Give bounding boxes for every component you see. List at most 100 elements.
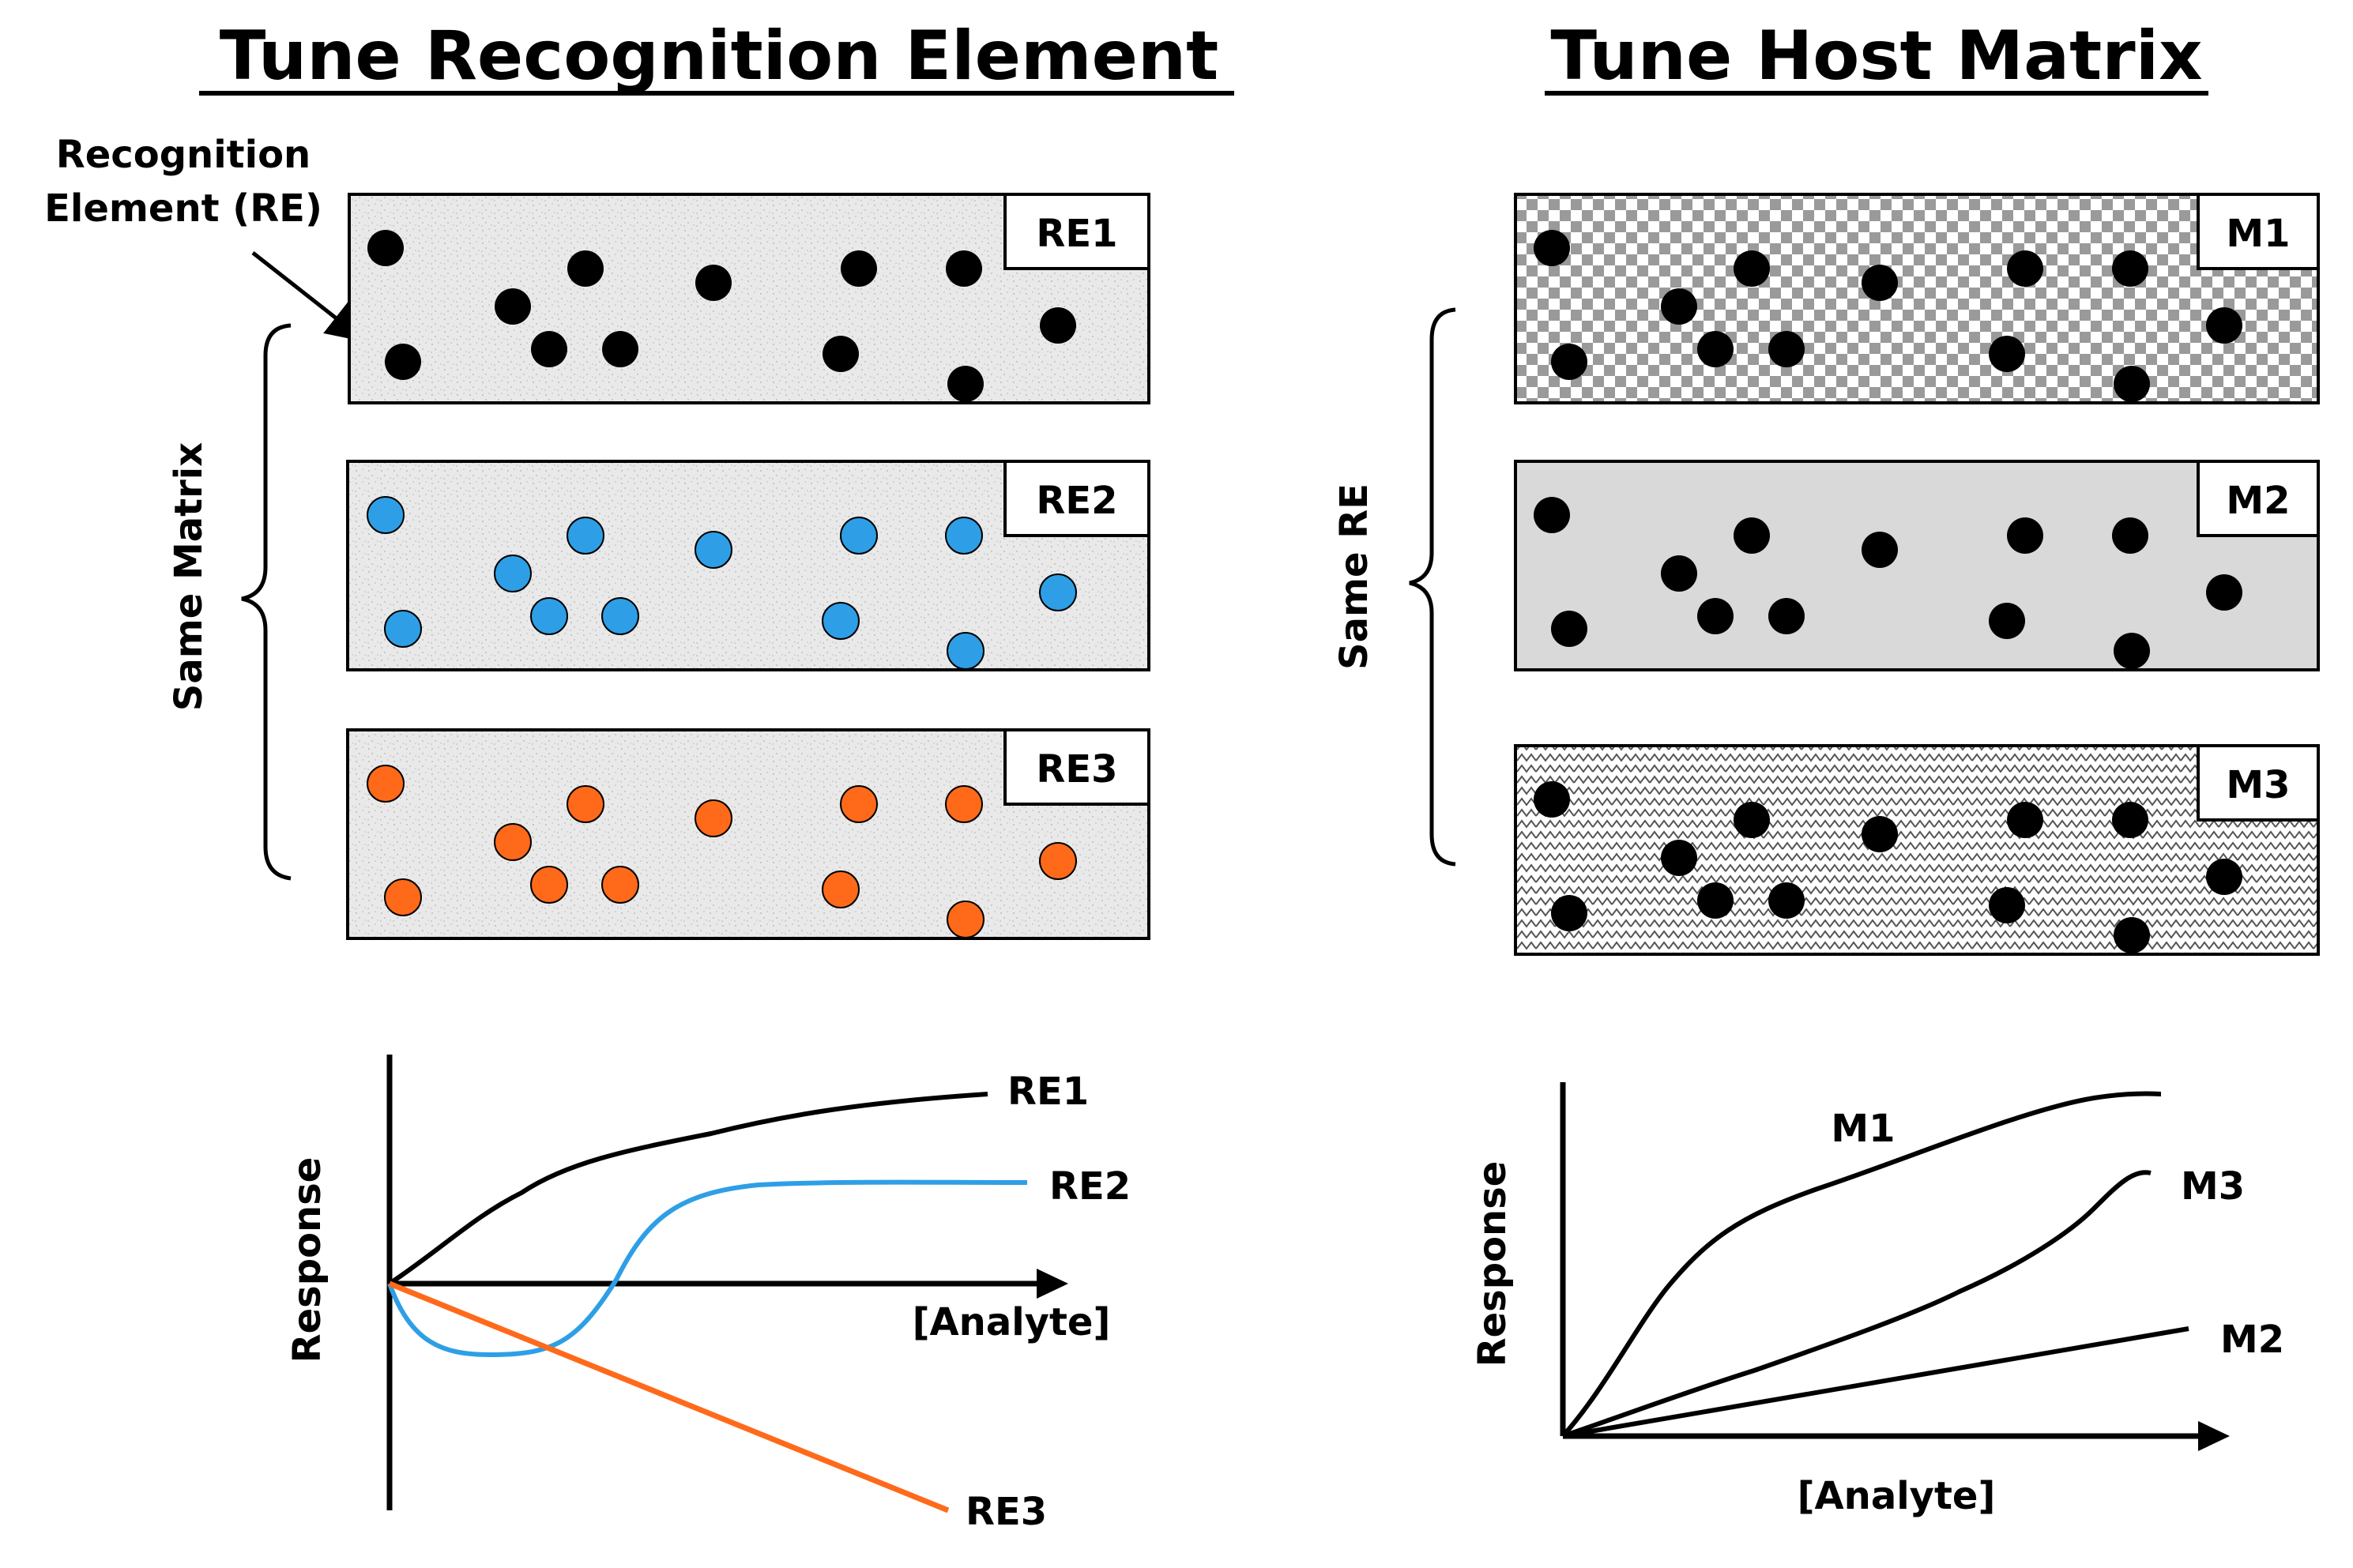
recognition-element-dot bbox=[1734, 802, 1770, 838]
curve-m2 bbox=[1562, 1326, 2189, 1438]
recognition-element-dot bbox=[601, 866, 639, 904]
callout-arrow bbox=[251, 251, 367, 343]
recognition-element-dot bbox=[2112, 517, 2148, 554]
left-x-axis-arrow bbox=[1037, 1269, 1068, 1299]
recognition-element-dot bbox=[1697, 331, 1734, 367]
recognition-element-dot bbox=[367, 765, 405, 803]
recognition-element-dot bbox=[1989, 887, 2025, 923]
re2-dots bbox=[367, 496, 1077, 670]
recognition-element-dot bbox=[567, 517, 604, 555]
recognition-element-dot bbox=[567, 250, 604, 287]
recognition-element-dot bbox=[1661, 555, 1697, 592]
recognition-element-dot bbox=[1768, 598, 1805, 634]
panel-label-m1: M1 bbox=[2226, 212, 2290, 256]
curve-re1 bbox=[388, 1092, 988, 1286]
curve-label-m1: M1 bbox=[1831, 1107, 1895, 1151]
recognition-element-dot bbox=[1697, 598, 1734, 634]
recognition-element-dot bbox=[840, 517, 878, 555]
recognition-element-dot bbox=[531, 331, 567, 367]
right-x-label: [Analyte] bbox=[1798, 1474, 1996, 1518]
recognition-element-dot bbox=[601, 597, 639, 635]
recognition-element-dot bbox=[947, 901, 984, 938]
recognition-element-dot bbox=[2114, 633, 2150, 669]
recognition-element-dot bbox=[841, 250, 877, 287]
recognition-element-dot bbox=[2007, 517, 2043, 554]
recognition-element-dot bbox=[2007, 802, 2043, 838]
recognition-element-dot bbox=[494, 555, 532, 592]
recognition-element-dot bbox=[1989, 336, 2025, 372]
left-brace-label: Same Matrix bbox=[167, 442, 211, 711]
recognition-element-dot bbox=[367, 496, 405, 534]
panel-m1: M1 bbox=[1514, 193, 2320, 404]
recognition-element-dot bbox=[695, 799, 732, 837]
recognition-element-dot bbox=[1768, 882, 1805, 919]
recognition-element-dot bbox=[945, 785, 983, 823]
recognition-element-dot bbox=[1534, 230, 1570, 266]
recognition-element-dot bbox=[494, 823, 532, 861]
recognition-element-dot bbox=[530, 597, 568, 635]
panel-re3: RE3 bbox=[346, 728, 1150, 940]
recognition-element-dot bbox=[2114, 917, 2150, 953]
re1-dots bbox=[367, 230, 1076, 402]
curve-label-m2: M2 bbox=[2220, 1318, 2284, 1362]
recognition-element-dot bbox=[1862, 816, 1898, 852]
recognition-element-dot bbox=[1862, 265, 1898, 301]
recognition-element-dot bbox=[695, 265, 732, 301]
curve-m1 bbox=[1561, 1091, 2162, 1438]
curve-label-re2: RE2 bbox=[1049, 1164, 1131, 1209]
recognition-element-dot bbox=[384, 878, 422, 916]
panel-label-re2: RE2 bbox=[1036, 479, 1117, 523]
recognition-element-dot bbox=[1661, 840, 1697, 876]
panel-m2: M2 bbox=[1514, 460, 2320, 671]
left-x-label: [Analyte] bbox=[913, 1300, 1111, 1344]
recognition-element-dot bbox=[2112, 802, 2148, 838]
panel-re1: RE1 bbox=[348, 193, 1150, 404]
recognition-element-dot bbox=[2114, 366, 2150, 402]
recognition-element-dot bbox=[1989, 603, 2025, 639]
curve-m3 bbox=[1562, 1170, 2152, 1438]
right-x-axis-arrow bbox=[2198, 1421, 2230, 1451]
right-brace-label: Same RE bbox=[1332, 483, 1376, 670]
curve-label-re3: RE3 bbox=[966, 1490, 1047, 1534]
re3-dots bbox=[367, 765, 1077, 938]
recognition-element-dot bbox=[1534, 781, 1570, 818]
panel-m3: M3 bbox=[1514, 744, 2320, 956]
recognition-element-dot bbox=[946, 250, 982, 287]
curve-re3 bbox=[388, 1280, 950, 1513]
recognition-element-dot bbox=[384, 610, 422, 648]
recognition-element-dot bbox=[947, 632, 984, 670]
curve-label-re1: RE1 bbox=[1007, 1070, 1089, 1114]
panel-label-re3: RE3 bbox=[1036, 747, 1117, 792]
recognition-element-dot bbox=[1551, 895, 1587, 931]
m2-dots bbox=[1534, 497, 2242, 669]
recognition-element-dot bbox=[1534, 497, 1570, 533]
right-brace bbox=[1409, 307, 1456, 867]
recognition-element-dot bbox=[1734, 517, 1770, 554]
recognition-element-dot bbox=[2112, 250, 2148, 287]
m1-dots bbox=[1534, 230, 2242, 402]
recognition-element-dot bbox=[2206, 307, 2242, 344]
recognition-element-dot bbox=[822, 870, 860, 908]
recognition-element-dot bbox=[1039, 842, 1077, 880]
recognition-element-dot bbox=[1040, 307, 1076, 344]
recognition-element-dot bbox=[1551, 344, 1587, 380]
recognition-element-dot bbox=[1039, 573, 1077, 611]
recognition-element-dot bbox=[1734, 250, 1770, 287]
recognition-element-dot bbox=[1661, 288, 1697, 325]
right-y-label: Response bbox=[1470, 1161, 1515, 1367]
recognition-element-dot bbox=[367, 230, 404, 266]
recognition-element-dot bbox=[1862, 532, 1898, 568]
panel-label-m2: M2 bbox=[2226, 479, 2290, 523]
recognition-element-dot bbox=[530, 866, 568, 904]
recognition-element-dot bbox=[602, 331, 638, 367]
recognition-element-dot bbox=[1768, 331, 1805, 367]
recognition-element-dot bbox=[567, 785, 604, 823]
curve-re2 bbox=[387, 1179, 1028, 1358]
callout-label-line1: Recognition bbox=[56, 133, 311, 177]
recognition-element-dot bbox=[695, 531, 732, 569]
left-title: Tune Recognition Element bbox=[220, 17, 1218, 96]
left-brace bbox=[241, 323, 292, 881]
recognition-element-dot bbox=[2007, 250, 2043, 287]
